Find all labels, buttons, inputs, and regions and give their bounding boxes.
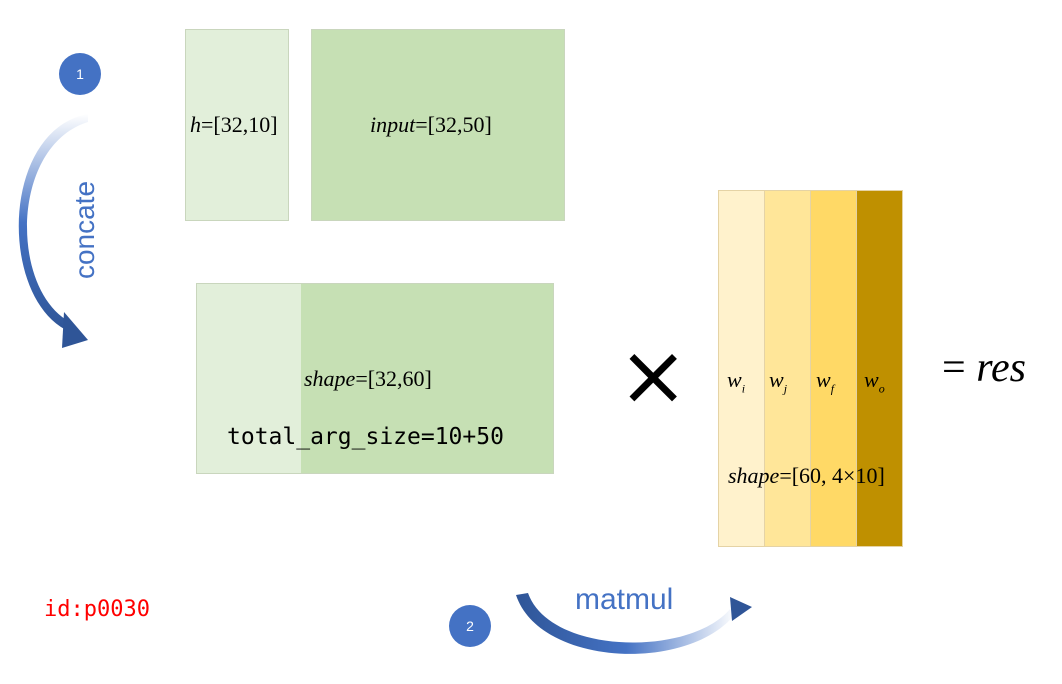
step-1-badge: 1 — [59, 53, 101, 95]
total-arg-size-label: total_arg_size=10+50 — [227, 424, 504, 450]
weights-block: wi wj wf wo shape=[60, 4×10] — [718, 190, 903, 547]
step-1-number: 1 — [76, 66, 84, 82]
weight-col-o — [857, 191, 902, 546]
input-shape-label: input=[32,50] — [370, 112, 492, 137]
weight-col-f — [811, 191, 857, 546]
concat-h-part — [197, 284, 301, 473]
weight-label-i: wi — [727, 367, 746, 396]
weight-col-j — [765, 191, 811, 546]
weight-label-f: wf — [816, 367, 835, 396]
id-label: id:p0030 — [44, 597, 150, 622]
result-name: res — [976, 345, 1026, 391]
step-2-badge: 2 — [449, 605, 491, 647]
h-shape-label: h=[32,10] — [190, 112, 278, 137]
input-block: input=[32,50] — [311, 29, 565, 221]
result-equation: = res — [942, 344, 1026, 392]
matmul-label: matmul — [575, 583, 674, 616]
concat-block: shape=[32,60] total_arg_size=10+50 — [196, 283, 554, 474]
matmul-arrow-icon — [516, 593, 752, 654]
weights-shape-label: shape=[60, 4×10] — [728, 463, 885, 488]
concat-arrow-icon — [18, 114, 88, 348]
concat-shape-label: shape=[32,60] — [304, 366, 432, 391]
concate-label: concate — [69, 180, 100, 280]
equals-sign: = — [942, 345, 966, 391]
weight-col-i — [719, 191, 765, 546]
h-block: h=[32,10] — [185, 29, 289, 221]
multiply-operator: × — [618, 326, 689, 424]
weight-label-j: wj — [769, 367, 788, 396]
weight-label-o: wo — [864, 367, 885, 396]
step-2-number: 2 — [466, 618, 474, 634]
